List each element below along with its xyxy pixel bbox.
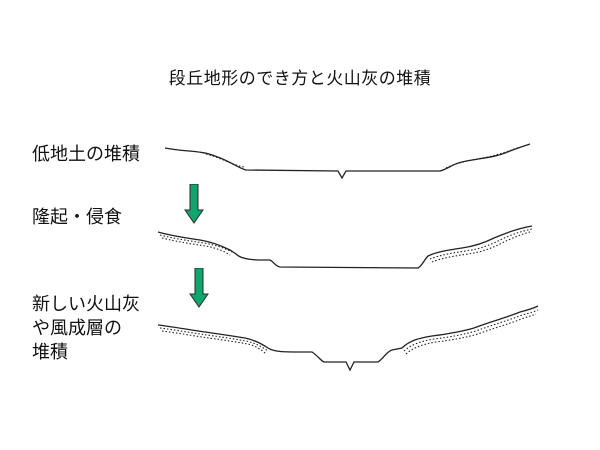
arrow-down-icon <box>189 268 209 308</box>
stage-3-ash-layer-lower <box>161 330 267 355</box>
arrow-1-shape <box>184 184 204 224</box>
terrain-stage-2 <box>157 225 533 269</box>
arrow-2-shape <box>189 268 209 308</box>
stage-1-soil-layer <box>205 153 245 168</box>
stage-label-2: 隆起・侵食 <box>32 206 122 230</box>
stage-1-ground-surface <box>164 143 531 180</box>
stage-label-3-line-1: 新しい火山灰 <box>32 294 140 315</box>
stage-label-2-line-1: 隆起・侵食 <box>32 207 122 228</box>
stage-3-ash-layer-right-lower <box>405 313 537 355</box>
stage-3-ground-surface <box>157 305 539 372</box>
stage-label-1-line-1: 低地土の堆積 <box>32 144 140 165</box>
stage-2-terrace-layer-upper <box>159 234 233 253</box>
stage-2-terrace-layer-right-upper <box>429 228 533 260</box>
terrain-stage-1 <box>164 143 531 180</box>
stage-3-ash-layer-upper <box>159 327 269 352</box>
diagram-title: 段丘地形のでき方と火山灰の堆積 <box>168 69 432 89</box>
stage-label-3-line-3: 堆積 <box>32 342 68 363</box>
stage-2-ground-surface <box>157 225 533 269</box>
stage-1-soil-layer-right <box>445 146 521 169</box>
stage-label-1: 低地土の堆積 <box>32 143 140 167</box>
stage-2-terrace-layer-right-lower <box>431 231 531 263</box>
arrow-down-icon <box>184 184 204 224</box>
stage-label-3-line-2: や風成層の <box>32 318 122 339</box>
terrain-stage-3 <box>157 305 539 372</box>
stage-2-terrace-layer-lower <box>161 237 231 256</box>
stage-label-3: 新しい火山灰 や風成層の 堆積 <box>32 293 140 365</box>
stage-3-ash-layer-right-upper <box>403 309 539 352</box>
